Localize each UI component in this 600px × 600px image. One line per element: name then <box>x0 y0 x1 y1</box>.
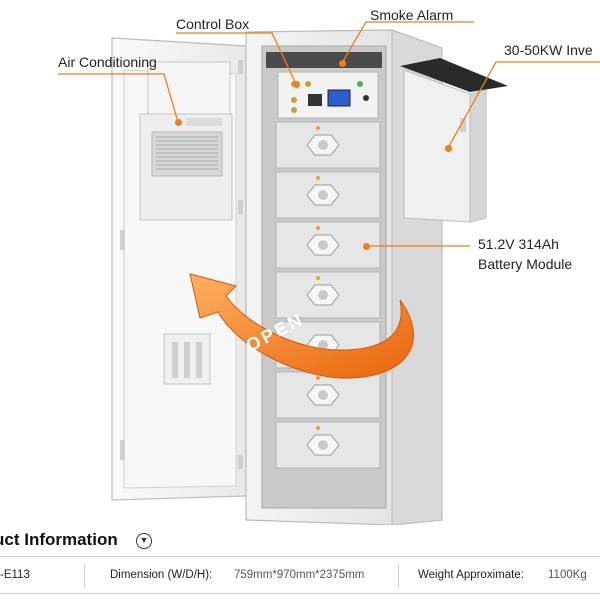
product-image: Air Conditioning Control Box Smoke Alarm… <box>58 7 600 525</box>
callout-lines <box>58 21 600 247</box>
model-number: -E113 <box>0 569 30 581</box>
battery-module <box>275 171 381 219</box>
divider <box>84 564 85 588</box>
callout-battery-line1: 51.2V 314Ah <box>478 236 559 252</box>
callout-air-conditioning: Air Conditioning <box>58 54 157 70</box>
chevron-down-circle-icon[interactable]: ▼ <box>136 533 152 549</box>
weight-value: 1100Kg <box>548 569 587 581</box>
product-information-header: uct Information ▼ <box>0 528 600 554</box>
callout-dot-smoke-alarm <box>339 60 346 67</box>
callout-inverter: 30-50KW Inve <box>504 42 593 58</box>
air-conditioning-unit <box>139 61 233 221</box>
callout-control-box: Control Box <box>176 16 250 32</box>
divider <box>398 564 399 588</box>
callout-smoke-alarm: Smoke Alarm <box>370 7 454 23</box>
battery-stack <box>275 121 381 469</box>
battery-module <box>275 371 381 419</box>
product-spec-row: -E113 Dimension (W/D/H): 759mm*970mm*237… <box>0 560 600 592</box>
inverter-box <box>400 58 508 223</box>
callout-dot-inverter <box>445 145 452 152</box>
door-vent <box>163 333 211 385</box>
cabinet-illustration <box>58 21 600 525</box>
callout-battery-line2: Battery Module <box>478 256 573 272</box>
battery-module <box>275 421 381 469</box>
divider <box>0 556 600 557</box>
dimension-value: 759mm*970mm*2375mm <box>234 569 365 581</box>
callout-dot-air-conditioning <box>175 119 182 126</box>
callout-dot-control-box <box>293 81 300 88</box>
battery-module <box>275 271 381 319</box>
divider <box>0 593 600 594</box>
battery-module <box>275 121 381 169</box>
dimension-label: Dimension (W/D/H): <box>110 569 213 581</box>
product-information-title: uct Information <box>0 530 118 549</box>
open-arrow <box>189 273 414 379</box>
weight-label: Weight Approximate: <box>418 569 524 581</box>
battery-module <box>275 221 381 269</box>
callout-dot-battery-module <box>363 243 370 250</box>
